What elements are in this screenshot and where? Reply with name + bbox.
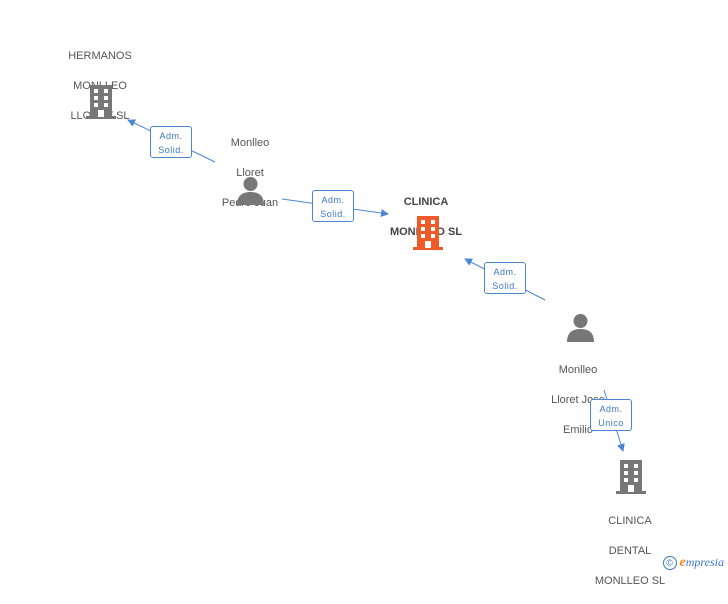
building-icon[interactable] [413, 216, 443, 250]
brand-logo[interactable]: empresia [679, 555, 724, 570]
edge-badge-pedro-hermanos[interactable]: Adm. Solid. [150, 126, 192, 158]
node-label-pedro: Monlleo Lloret Pedro Juan [221, 137, 279, 209]
node-label-clinica-dental: CLINICA DENTAL MONLLEO SL [594, 515, 666, 587]
person-icon[interactable] [236, 176, 265, 205]
building-icon[interactable] [616, 460, 646, 494]
edge-badge-jose-clinica[interactable]: Adm. Solid. [484, 262, 526, 294]
person-icon[interactable] [566, 313, 595, 342]
edge-badge-jose-dental[interactable]: Adm. Unico [590, 399, 632, 431]
edge-badge-pedro-clinica[interactable]: Adm. Solid. [312, 190, 354, 222]
copyright-icon: © [662, 556, 677, 570]
building-icon[interactable] [86, 85, 116, 119]
footer-branding: © empresia [662, 555, 724, 571]
node-label-hermanos: HERMANOS MONLLEO LLORET SL [68, 50, 132, 122]
